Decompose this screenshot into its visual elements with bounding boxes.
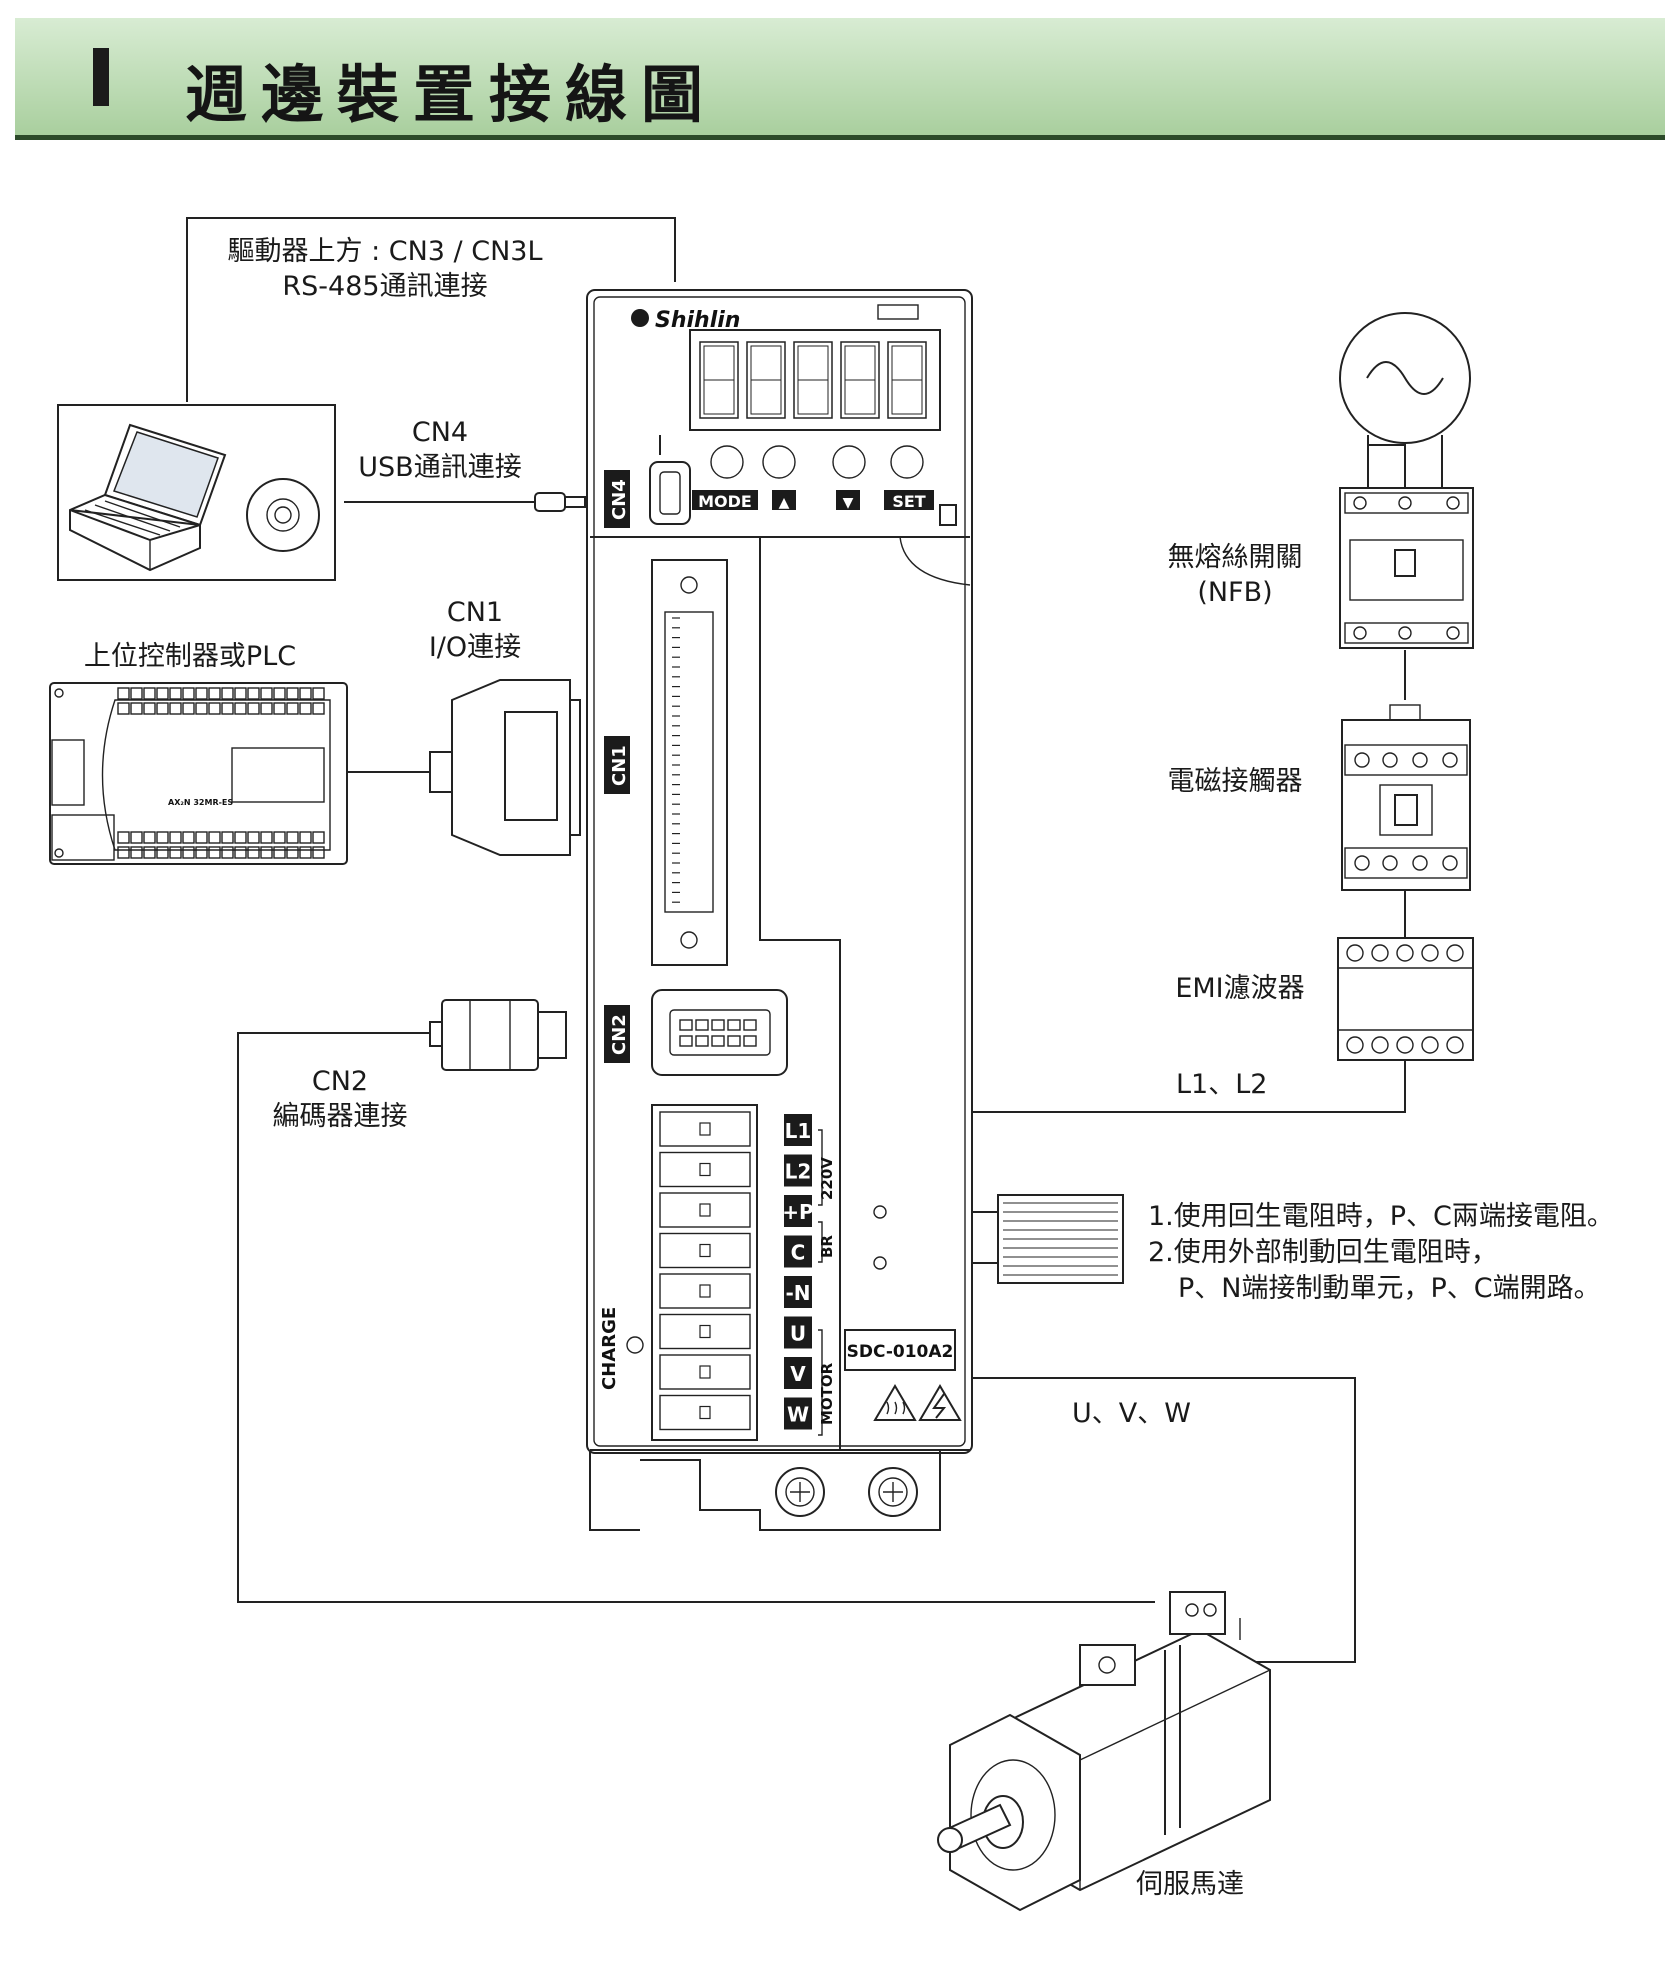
nfb-label-line2: (NFB) (1197, 577, 1273, 608)
cn2-socket (651, 989, 788, 1076)
nfb-label-line1: 無熔絲開關 (1167, 542, 1303, 573)
ac-source-icon (1339, 312, 1471, 488)
cn4-label-line1: CN4 (411, 417, 469, 448)
electric-shock-warning-icon (918, 1384, 962, 1421)
plc-device-icon: AX₂N 32MR-ES (49, 682, 348, 865)
svg-text:220V: 220V (818, 1157, 836, 1200)
svg-text:L2: L2 (785, 1160, 812, 1184)
usb-plug (534, 492, 586, 512)
charge-led (626, 1336, 644, 1354)
model-badge: SDC-010A2 (844, 1329, 956, 1371)
hot-surface-warning-icon (873, 1384, 917, 1421)
rs485-line (186, 217, 676, 402)
terminal-label-v: V (784, 1357, 812, 1389)
resistor-note-1: 1.使用回生電阻時，P、C兩端接電阻。 (1148, 1201, 1614, 1232)
svg-text:V: V (790, 1362, 806, 1386)
svg-text:SET: SET (892, 492, 925, 511)
cn2-label-line2: 編碼器連接 (272, 1101, 408, 1132)
port-label-cn2: CN2 (604, 1005, 630, 1063)
plc-label: 上位控制器或PLC (83, 641, 297, 672)
terminal-group-220v: 220V (818, 1129, 836, 1206)
svg-text:-N: -N (785, 1281, 810, 1305)
cn1-connector (429, 679, 581, 856)
title-bar: 週邊裝置接線圖 (15, 18, 1665, 140)
drive-brand-logo: Shihlin (655, 308, 740, 333)
encoder-line (237, 1032, 1155, 1603)
terminal-label-n: -N (784, 1276, 812, 1308)
resistor-note-3: P、N端接制動單元，P、C端開路。 (1178, 1273, 1601, 1304)
cn1-label-line1: CN1 (446, 597, 504, 628)
servo-motor-label: 伺服馬達 (1136, 1869, 1244, 1900)
emi-filter-icon (1337, 937, 1474, 1061)
svg-text:▲: ▲ (779, 495, 790, 511)
contactor-label: 電磁接觸器 (1167, 766, 1303, 797)
svg-text:▼: ▼ (843, 495, 854, 511)
terminal-label-l2: L2 (784, 1154, 812, 1187)
terminal-group-br: BR (818, 1221, 836, 1263)
svg-text:SDC-010A2: SDC-010A2 (847, 1342, 954, 1362)
up-button[interactable]: ▲ (772, 490, 796, 511)
terminal-group-motor: MOTOR (818, 1329, 836, 1436)
magnetic-contactor-icon (1341, 704, 1471, 891)
svg-text:CN4: CN4 (609, 479, 630, 520)
terminal-label-u: U (784, 1316, 812, 1349)
svg-text:W: W (787, 1403, 809, 1427)
regen-resistor-icon (997, 1194, 1124, 1284)
cn2-connector (429, 999, 567, 1071)
cn2-label-line1: CN2 (311, 1066, 369, 1097)
disc-icon (246, 478, 320, 552)
cn1-socket (651, 559, 728, 966)
down-button[interactable]: ▼ (836, 490, 860, 511)
svg-text:CN1: CN1 (609, 745, 630, 786)
uvw-label: U、V、W (1072, 1398, 1191, 1429)
svg-text:+P: +P (782, 1200, 813, 1224)
port-label-cn1: CN1 (604, 736, 630, 794)
plc-model-label: AX₂N 32MR-ES (168, 798, 233, 807)
nfb-breaker-icon (1339, 487, 1474, 649)
terminal-label-p: +P (782, 1195, 814, 1227)
ground-screw-left-icon (775, 1467, 825, 1517)
svg-text:L1: L1 (785, 1119, 812, 1143)
rs485-label-line2: RS-485通訊連接 (282, 271, 488, 302)
page-title: 週邊裝置接線圖 (185, 58, 718, 131)
title-marker (93, 48, 109, 106)
power-terminal-block (651, 1104, 758, 1441)
cn4-label-line2: USB通訊連接 (358, 452, 522, 483)
mode-button[interactable]: MODE (692, 490, 758, 511)
servo-motor-icon (937, 1591, 1271, 1912)
p-terminal-screw (873, 1205, 887, 1219)
svg-text:CN2: CN2 (609, 1014, 630, 1055)
svg-text:BR: BR (818, 1235, 836, 1258)
l1l2-label: L1、L2 (1176, 1069, 1268, 1100)
terminal-label-c: C (784, 1235, 812, 1268)
rs485-label-line1: 驅動器上方 : CN3 / CN3L (227, 236, 543, 267)
emi-filter-label: EMI濾波器 (1175, 973, 1305, 1004)
terminal-label-w: W (784, 1397, 812, 1430)
ground-screw-right-icon (868, 1467, 918, 1517)
cn1-label-line2: I/O連接 (428, 632, 522, 663)
svg-text:MODE: MODE (698, 492, 752, 511)
resistor-note-2: 2.使用外部制動回生電阻時， (1148, 1237, 1498, 1268)
c-terminal-screw (873, 1256, 887, 1270)
port-label-cn4: CN4 (604, 470, 630, 528)
set-button[interactable]: SET (884, 490, 934, 511)
svg-text:C: C (791, 1241, 806, 1265)
terminal-label-l1: L1 (784, 1114, 812, 1146)
svg-text:U: U (790, 1322, 806, 1346)
svg-text:MOTOR: MOTOR (818, 1362, 836, 1425)
charge-label: CHARGE (599, 1307, 620, 1390)
